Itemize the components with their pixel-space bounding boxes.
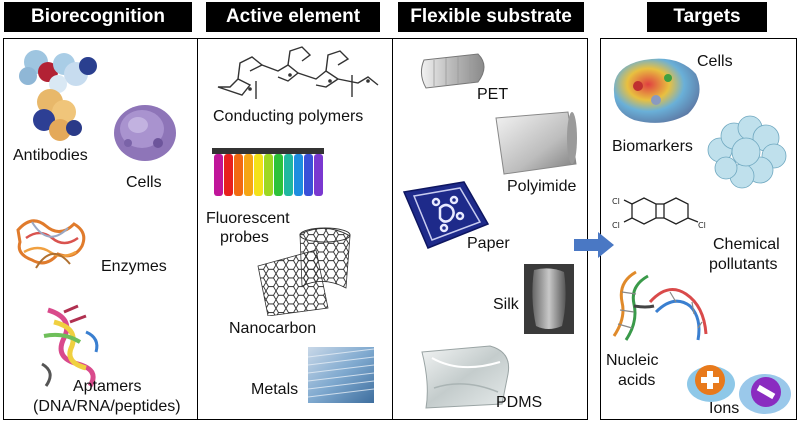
target-cell-icon [608, 56, 704, 126]
metals-icon [308, 347, 374, 403]
header-flexible-substrate: Flexible substrate [398, 2, 584, 32]
label-target-cells: Cells [697, 53, 733, 70]
label-biomarkers: Biomarkers [612, 138, 693, 155]
label-probes: probes [220, 229, 269, 246]
label-pet: PET [477, 86, 509, 103]
nanocarbon-icon [256, 226, 352, 316]
anion-minus-icon [738, 370, 792, 416]
label-paper: Paper [467, 235, 510, 252]
dioxin-structure-icon: Cl Cl Cl [612, 196, 716, 240]
silk-icon [524, 264, 574, 334]
label-polyimide: Polyimide [507, 178, 577, 195]
label-chemical: Chemical [713, 236, 780, 253]
label-pdms: PDMS [496, 394, 543, 411]
chlorine-label: Cl [612, 197, 620, 206]
label-antibodies: Antibodies [13, 147, 88, 164]
header-targets: Targets [647, 2, 767, 32]
nucleic-acid-helix-icon [606, 262, 716, 346]
label-silk: Silk [493, 296, 519, 313]
panel-biorecognition [3, 38, 198, 420]
label-cells: Cells [126, 174, 162, 191]
label-acids: acids [618, 372, 656, 389]
right-arrow-icon [574, 232, 614, 258]
label-aptamers: Aptamers [73, 378, 142, 395]
antibody-icon [14, 44, 104, 144]
label-enzymes: Enzymes [101, 258, 167, 275]
label-ions: Ions [709, 400, 740, 417]
pet-film-icon [420, 52, 492, 92]
polyimide-film-icon [494, 110, 578, 176]
header-biorecognition: Biorecognition [4, 2, 192, 32]
label-nucleic: Nucleic [606, 352, 659, 369]
label-pollutants: pollutants [709, 256, 778, 273]
pdms-film-icon [420, 344, 516, 410]
aptamer-icon [34, 302, 114, 392]
header-active-element: Active element [206, 2, 380, 32]
label-nanocarbon: Nanocarbon [229, 320, 317, 337]
chlorine-label: Cl [698, 221, 706, 230]
fluorescent-tubes-icon [212, 148, 324, 200]
conducting-polymer-structure-icon [212, 41, 384, 103]
enzyme-icon [12, 208, 92, 280]
label-fluorescent: Fluorescent [206, 210, 290, 227]
biomarker-protein-icon [700, 110, 790, 194]
label-aptamers-types: (DNA/RNA/peptides) [33, 398, 181, 415]
cation-plus-icon [686, 360, 736, 404]
paper-icon [400, 180, 492, 250]
chlorine-label: Cl [612, 221, 620, 230]
label-metals: Metals [251, 381, 299, 398]
cell-icon [112, 103, 178, 163]
label-conducting-polymers: Conducting polymers [213, 108, 364, 125]
